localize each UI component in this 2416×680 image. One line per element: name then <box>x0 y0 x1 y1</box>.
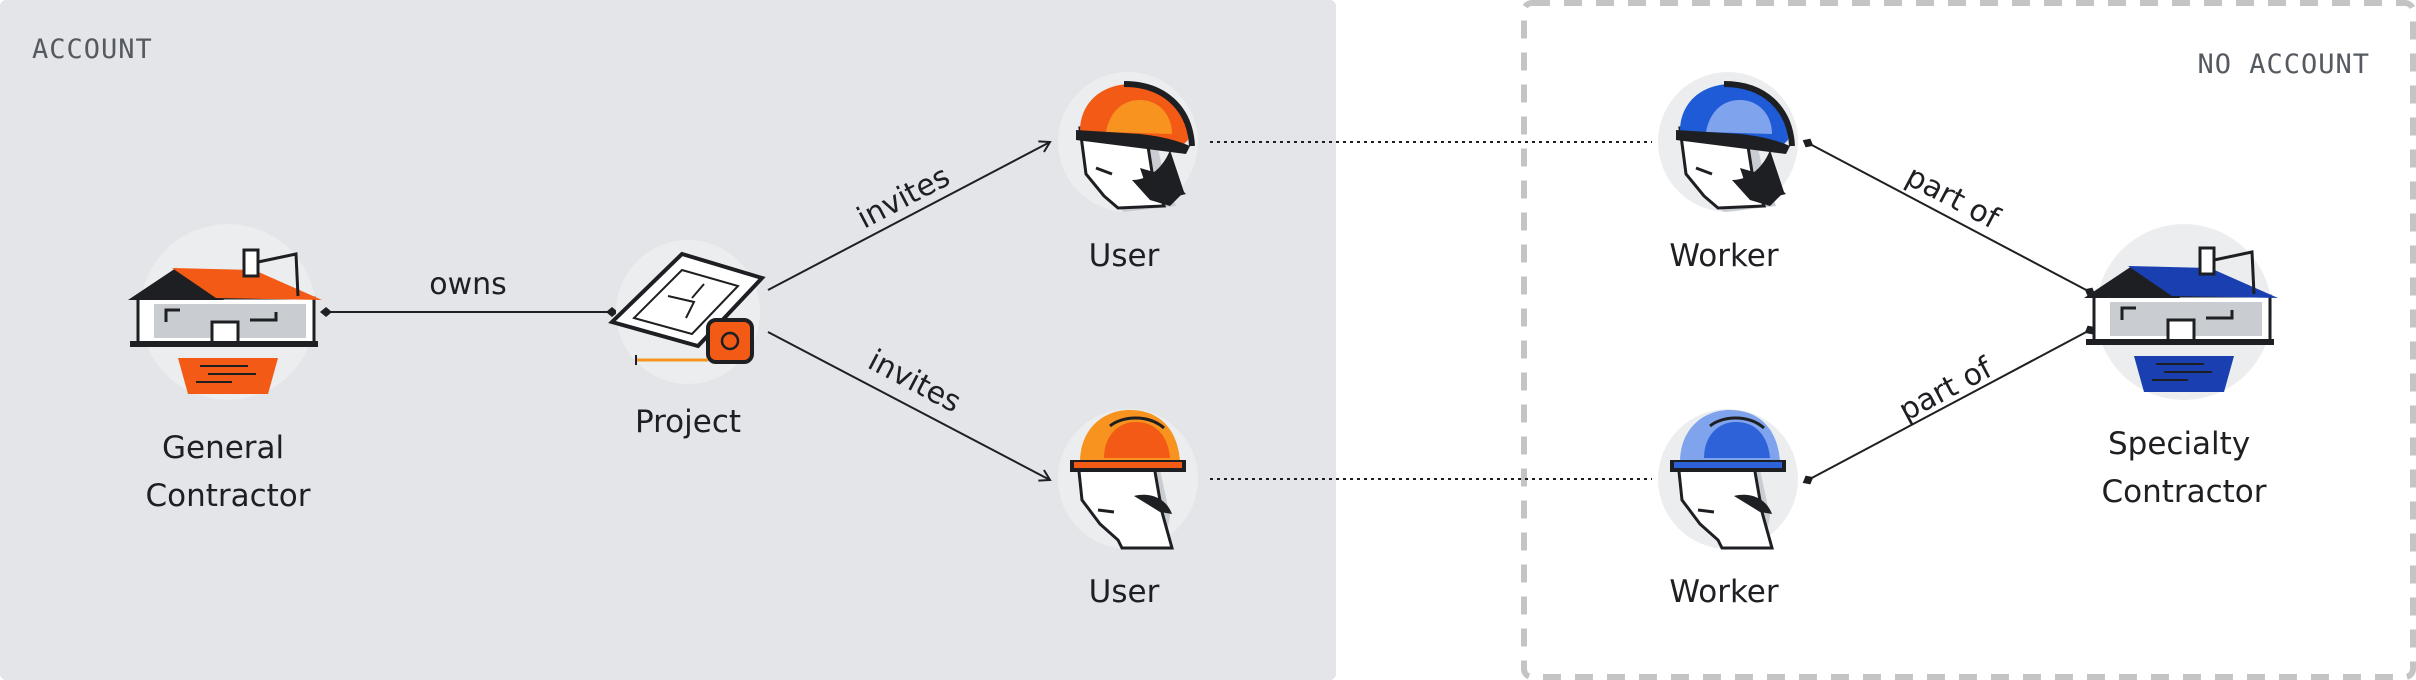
hard-hat-worker-icon <box>1676 81 1795 212</box>
blueprint-icon <box>608 251 766 365</box>
node-general-contractor: General Contractor <box>128 224 322 514</box>
label-line-2: Contractor <box>2101 474 2266 510</box>
label-line-2: Contractor <box>145 478 310 514</box>
node-user-bottom-label: User <box>1089 574 1160 610</box>
edge-part-of-top-label: part of <box>1900 159 2006 237</box>
node-user-top: User <box>1058 72 1198 274</box>
label-line-1: General <box>162 430 284 466</box>
node-specialty-contractor-label: Specialty Contractor <box>2101 426 2266 510</box>
account-region-label: ACCOUNT <box>32 34 153 65</box>
node-project: Project <box>608 240 766 440</box>
house-icon <box>128 248 322 394</box>
no-account-region-label: NO ACCOUNT <box>2197 49 2370 80</box>
node-worker-bottom: Worker <box>1658 409 1798 610</box>
node-user-bottom: User <box>1058 409 1198 610</box>
edge-owns-label: owns <box>429 267 507 302</box>
house-icon <box>2084 246 2278 392</box>
edge-part-of-bottom-label: part of <box>1893 350 1999 429</box>
hard-hat-worker-icon <box>1070 410 1186 550</box>
node-specialty-contractor: Specialty Contractor <box>2084 224 2278 510</box>
label-line-1: Specialty <box>2108 426 2250 462</box>
edge-part-of-top: part of <box>1802 138 2096 297</box>
edge-part-of-bottom: part of <box>1802 325 2096 485</box>
node-general-contractor-label: General Contractor <box>145 430 310 514</box>
hard-hat-worker-icon <box>1670 410 1786 550</box>
node-worker-top: Worker <box>1658 72 1798 274</box>
node-project-label: Project <box>635 404 741 440</box>
hard-hat-worker-icon <box>1076 81 1195 212</box>
node-user-top-label: User <box>1089 238 1160 274</box>
no-account-region <box>1521 0 2416 680</box>
node-worker-top-label: Worker <box>1669 238 1778 274</box>
edge-owns: owns <box>320 267 618 317</box>
node-worker-bottom-label: Worker <box>1669 574 1778 610</box>
